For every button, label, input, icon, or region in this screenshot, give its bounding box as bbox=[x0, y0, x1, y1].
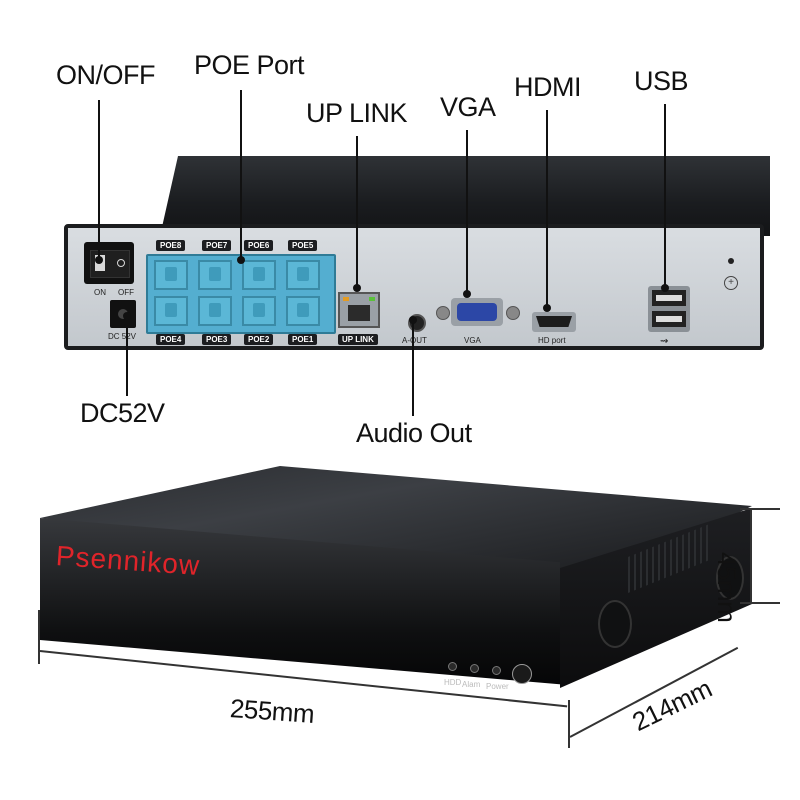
on-label: ON bbox=[94, 288, 106, 297]
dim-label-width: 255mm bbox=[229, 693, 316, 729]
poe-label-1: POE1 bbox=[288, 334, 318, 345]
poe-label-6: POE6 bbox=[244, 240, 274, 251]
hdmi-port bbox=[532, 312, 576, 332]
poe-label-5: POE5 bbox=[288, 240, 318, 251]
dim-tick-width-right bbox=[568, 700, 570, 748]
poe-port-4 bbox=[154, 296, 188, 326]
usb-ports bbox=[648, 286, 690, 332]
nvr-back-panel: ON OFF DC 52V POE8 POE7 POE6 POE5 POE4 P… bbox=[64, 224, 764, 350]
leader-dot bbox=[543, 304, 551, 312]
power-switch bbox=[84, 242, 134, 284]
leader-dot bbox=[409, 316, 417, 324]
usb-symbol-icon: ⇝ bbox=[660, 336, 669, 347]
off-label: OFF bbox=[118, 288, 134, 297]
indicator-alam: Alam bbox=[462, 680, 481, 689]
callout-audio-out: Audio Out bbox=[356, 418, 472, 448]
leader-on-off bbox=[98, 100, 100, 260]
leader-uplink bbox=[356, 136, 358, 286]
nvr-top-face bbox=[160, 156, 770, 236]
dim-line-height bbox=[750, 508, 752, 604]
leader-dot bbox=[661, 284, 669, 292]
leader-audio-out bbox=[412, 320, 414, 416]
ground-screw-icon: + bbox=[724, 276, 738, 290]
poe-port-3 bbox=[198, 296, 232, 326]
callout-usb: USB bbox=[634, 66, 689, 96]
power-button bbox=[512, 664, 532, 684]
led-dot bbox=[728, 258, 734, 264]
uplink-port bbox=[338, 292, 380, 328]
vga-label: VGA bbox=[464, 336, 481, 345]
leader-dot bbox=[237, 256, 245, 264]
leader-vga bbox=[466, 130, 468, 292]
poe-port-5 bbox=[286, 260, 320, 290]
hdd-led bbox=[448, 662, 457, 671]
poe-label-3: POE3 bbox=[202, 334, 232, 345]
poe-label-4: POE4 bbox=[156, 334, 186, 345]
callout-on-off: ON/OFF bbox=[56, 60, 156, 90]
side-connector-right bbox=[716, 556, 744, 600]
leader-dot bbox=[463, 290, 471, 298]
leader-dot bbox=[123, 312, 131, 320]
leader-poe bbox=[240, 90, 242, 260]
callout-vga: VGA bbox=[440, 92, 496, 122]
leader-dot bbox=[353, 284, 361, 292]
aout-label: A-OUT bbox=[402, 336, 427, 345]
dim-tick-height-bottom bbox=[740, 602, 780, 604]
vga-port bbox=[436, 296, 520, 328]
power-led bbox=[492, 666, 501, 675]
leader-hdmi bbox=[546, 110, 548, 308]
hdport-label: HD port bbox=[538, 336, 566, 345]
indicator-power: Power bbox=[486, 682, 509, 691]
callout-hdmi: HDMI bbox=[514, 72, 582, 102]
leader-dot bbox=[95, 256, 103, 264]
poe-label-7: POE7 bbox=[202, 240, 232, 251]
uplink-label: UP LINK bbox=[338, 334, 378, 345]
poe-port-2 bbox=[242, 296, 276, 326]
poe-label-2: POE2 bbox=[244, 334, 274, 345]
indicator-hdd: HDD bbox=[444, 678, 462, 687]
poe-label-8: POE8 bbox=[156, 240, 186, 251]
alarm-led bbox=[470, 664, 479, 673]
dim-tick-width-left bbox=[38, 610, 40, 664]
leader-dc52v bbox=[126, 316, 128, 396]
callout-up-link: UP LINK bbox=[306, 98, 408, 128]
poe-port-6 bbox=[242, 260, 276, 290]
side-connector-left bbox=[598, 600, 632, 648]
dim-tick-height-top bbox=[740, 508, 780, 510]
poe-port-block bbox=[146, 254, 336, 334]
callout-dc52v: DC52V bbox=[80, 398, 165, 428]
leader-usb bbox=[664, 104, 666, 288]
poe-port-1 bbox=[286, 296, 320, 326]
callout-poe-port: POE Port bbox=[194, 50, 305, 80]
dc-label: DC 52V bbox=[108, 332, 137, 341]
poe-port-7 bbox=[198, 260, 232, 290]
poe-port-8 bbox=[154, 260, 188, 290]
dim-label-height: 45mm bbox=[712, 552, 742, 623]
